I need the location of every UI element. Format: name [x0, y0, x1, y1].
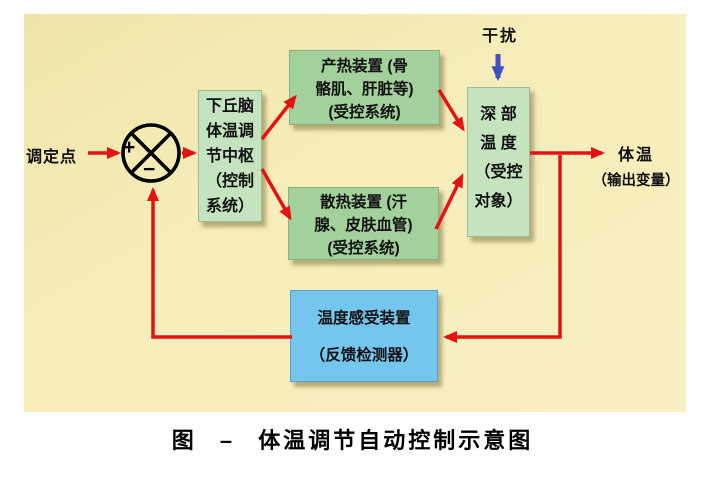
box-line: (受控系统): [327, 240, 400, 257]
box-line: 系统）: [205, 198, 254, 215]
diagram-caption: 图 – 体温调节自动控制示意图: [171, 428, 534, 453]
box-line: 散热装置 (汗: [320, 194, 407, 211]
heat-dissipation-box: 散热装置 (汗 腺、皮肤血管) (受控系统): [288, 187, 439, 260]
comparator-minus-sign: −: [143, 158, 156, 181]
heat-production-box: 产热装置 (骨 骼肌、肝脏等) (受控系统): [289, 50, 440, 125]
box-line: 深 部: [480, 106, 517, 123]
deep-temperature-box: 深 部 温 度 （受控 对象）: [467, 87, 530, 237]
box-line: 骼肌、肝脏等): [315, 81, 414, 98]
box-line: （受控: [474, 164, 523, 181]
output-label-line2: （输出变量）: [592, 173, 680, 189]
box-line: （控制: [205, 173, 254, 190]
box-line: 温度感受装置: [317, 310, 411, 327]
box-line: 产热装置 (骨: [321, 58, 408, 75]
output-label-line1: 体温: [617, 147, 654, 164]
set-point-label: 调定点: [26, 149, 78, 166]
feedback-detector-box: 温度感受装置 （反馈检测器）: [290, 290, 438, 382]
disturbance-label: 干扰: [481, 28, 518, 45]
box-line: 节中枢: [205, 148, 254, 165]
box-line: 体温调: [205, 123, 254, 140]
box-line: （反馈检测器）: [309, 347, 419, 364]
box-line: 温 度: [480, 135, 517, 152]
box-line: 腺、皮肤血管): [314, 217, 413, 234]
box-line: 对象）: [474, 193, 523, 210]
comparator-plus-sign: +: [123, 136, 136, 159]
box-line: 下丘脑: [205, 98, 254, 115]
box-line: (受控系统): [328, 104, 401, 121]
control-system-box: 下丘脑 体温调 节中枢 （控制 系统）: [198, 90, 262, 222]
output-label: 体温 （输出变量）: [584, 141, 688, 190]
